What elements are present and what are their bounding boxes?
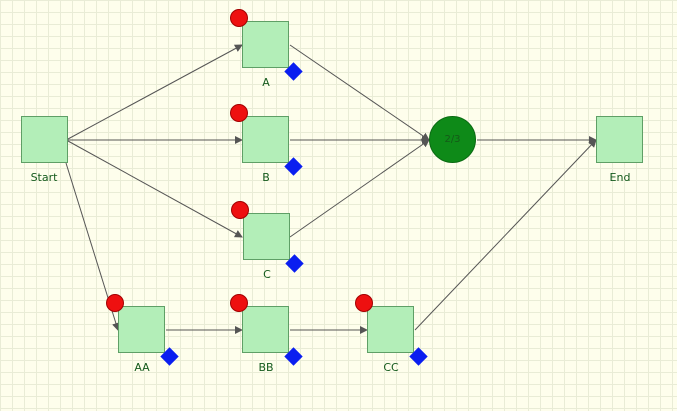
node-end[interactable] [596, 116, 643, 163]
node-start[interactable] [21, 116, 68, 163]
node-start-label: Start [30, 171, 58, 184]
join-node[interactable]: 2/3 [429, 116, 476, 163]
edge-start-a[interactable] [67, 44, 243, 140]
node-aa[interactable] [118, 306, 165, 353]
start-marker-b[interactable] [230, 104, 248, 122]
edge-start-c[interactable] [67, 140, 243, 238]
node-cc[interactable] [367, 306, 414, 353]
start-marker-aa[interactable] [106, 294, 124, 312]
join-node-label: 2/3 [444, 134, 461, 145]
node-aa-label: AA [134, 361, 150, 374]
node-b-label: B [262, 171, 270, 184]
edge-a-join[interactable] [289, 44, 430, 141]
node-b[interactable] [242, 116, 289, 163]
edge-c-join[interactable] [289, 139, 430, 238]
node-c[interactable] [243, 213, 290, 260]
node-cc-label: CC [383, 361, 399, 374]
start-marker-cc[interactable] [355, 294, 373, 312]
node-bb-label: BB [258, 361, 274, 374]
node-bb[interactable] [242, 306, 289, 353]
node-a[interactable] [242, 21, 289, 68]
node-a-label: A [262, 76, 270, 89]
node-c-label: C [263, 268, 271, 281]
node-end-label: End [609, 171, 631, 184]
start-marker-c[interactable] [231, 201, 249, 219]
edge-cc-end[interactable] [414, 139, 597, 331]
start-marker-a[interactable] [230, 9, 248, 27]
start-marker-bb[interactable] [230, 294, 248, 312]
